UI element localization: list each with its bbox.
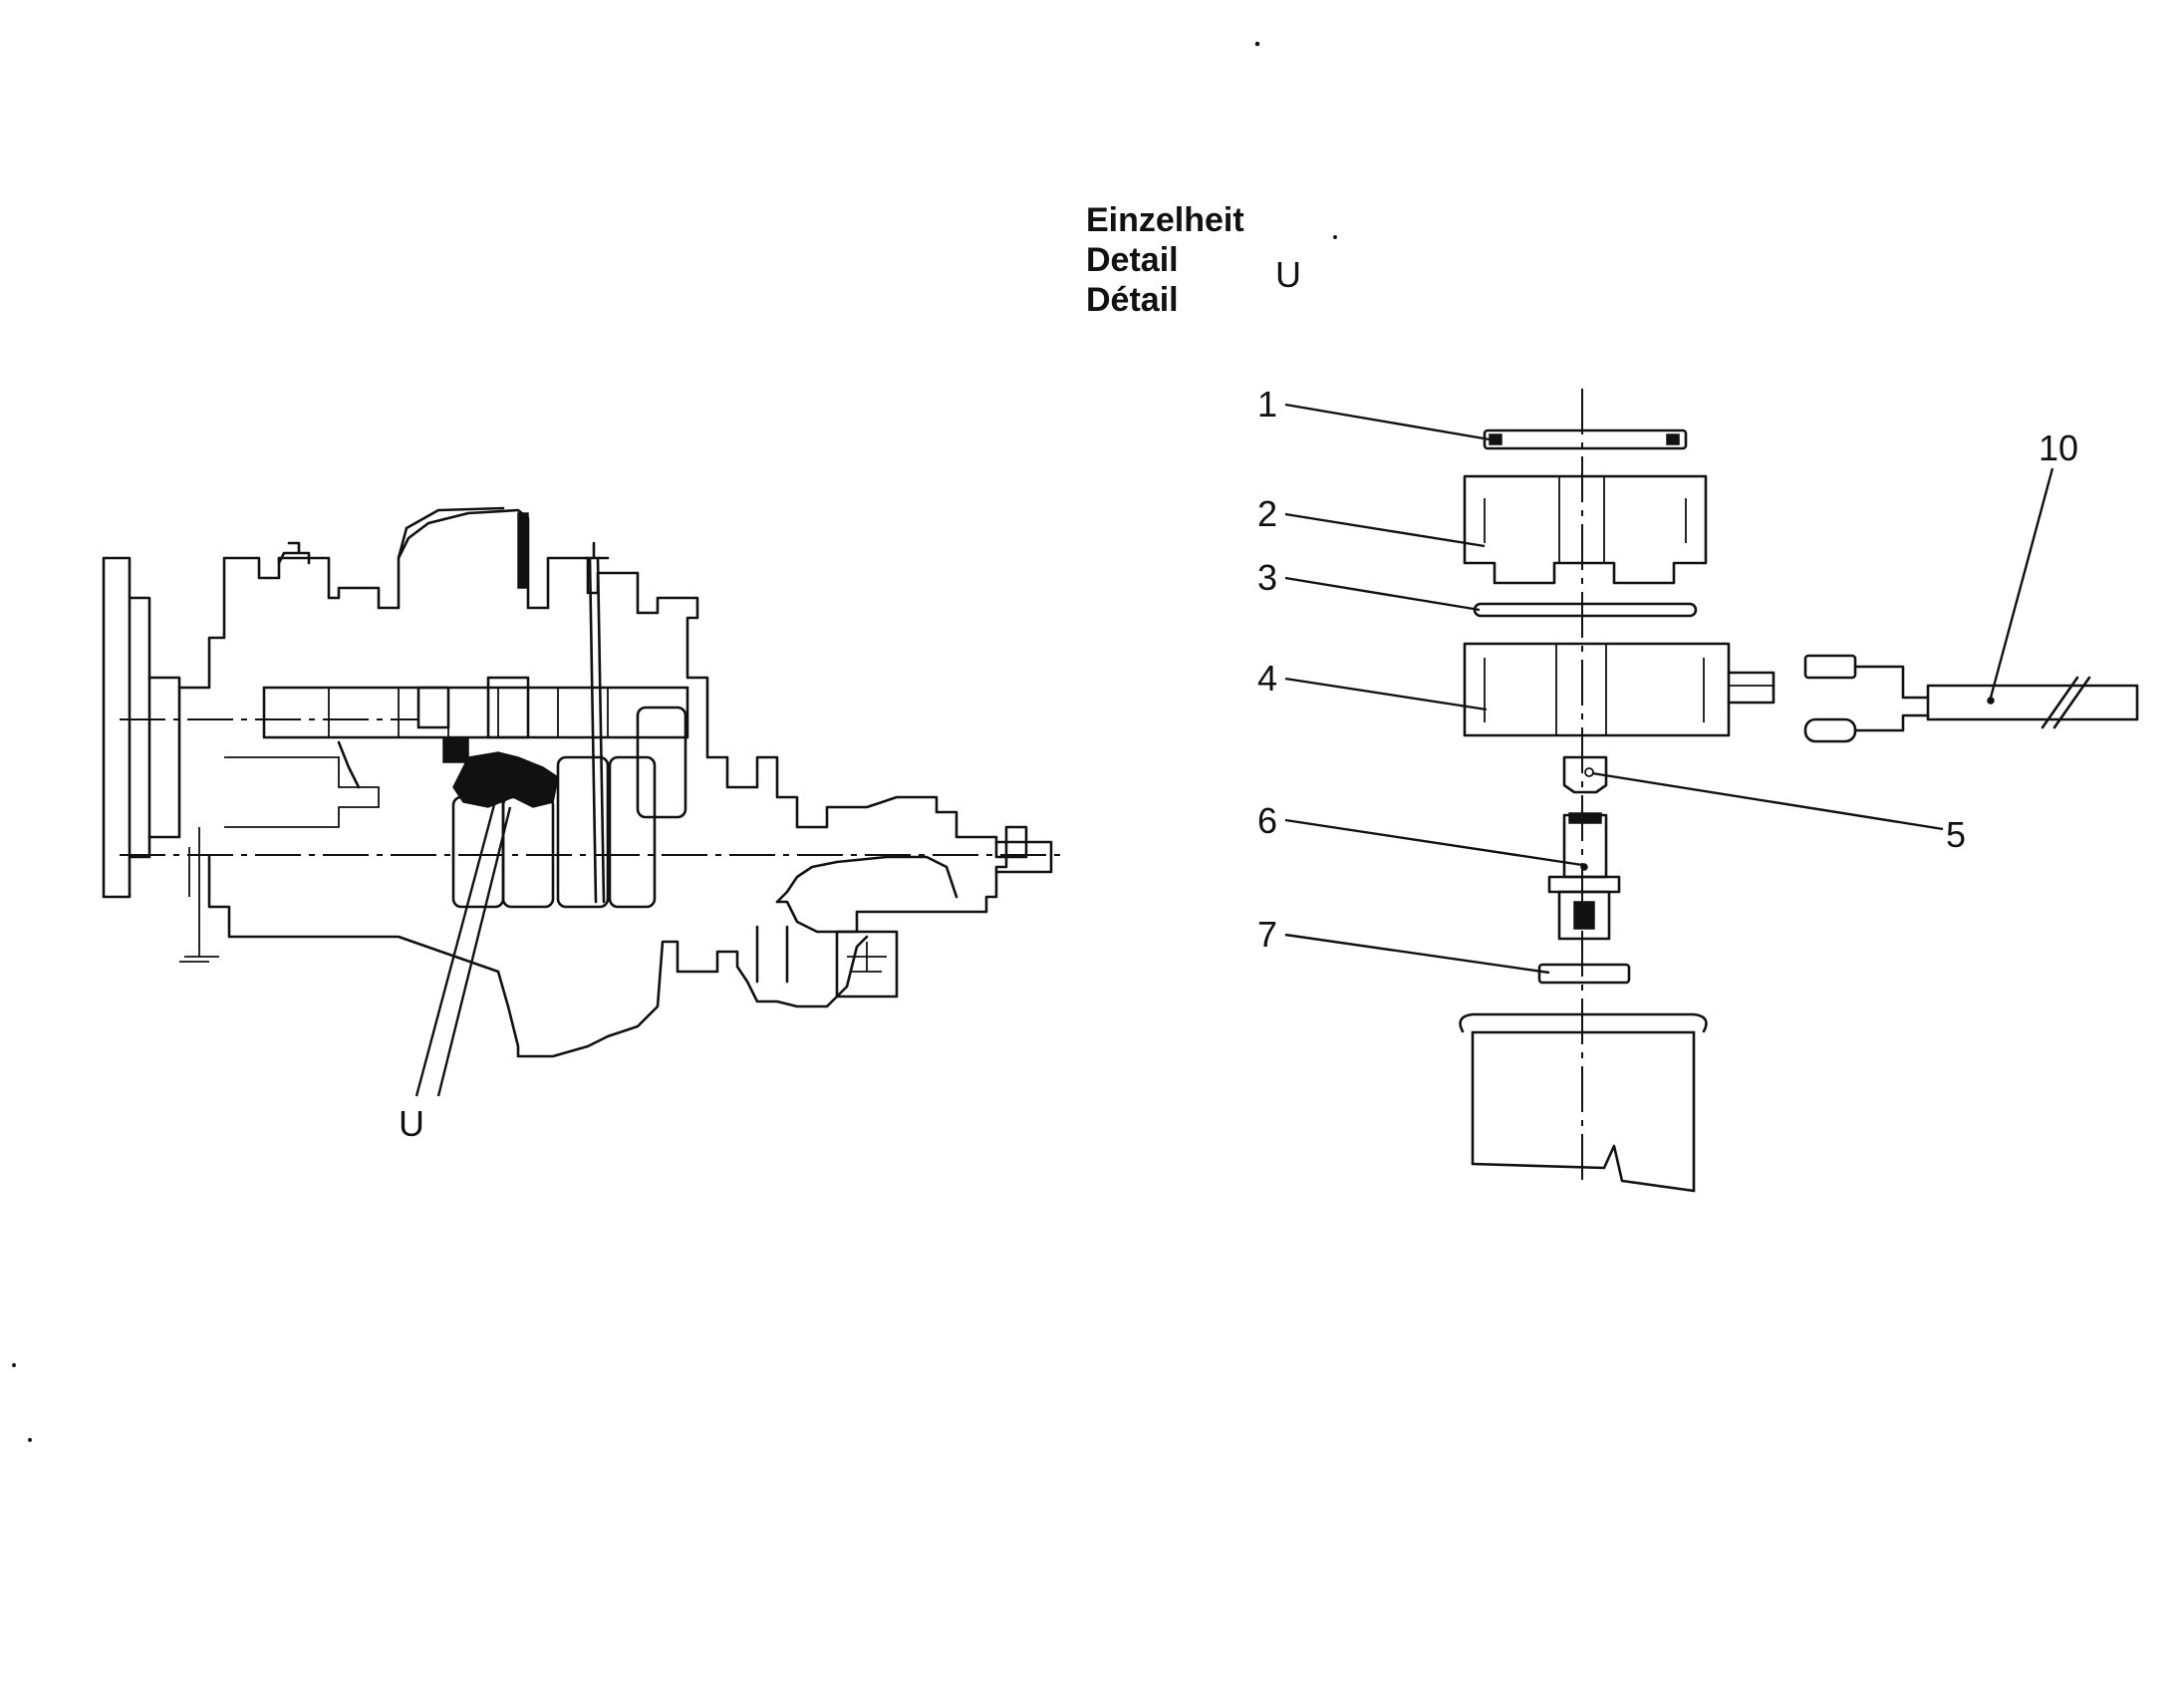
part-label-10: 10 — [2039, 427, 2078, 468]
detail-header: Einzelheit Detail Détail U — [1086, 201, 1301, 319]
part-label-4: 4 — [1257, 658, 1277, 699]
detail-letter-u: U — [1275, 254, 1301, 295]
part-label-2: 2 — [1257, 493, 1277, 534]
overview-callout-u: U — [399, 1103, 424, 1144]
part-2-housing — [1463, 474, 1708, 585]
detail-title-english: Detail — [1086, 241, 1179, 279]
part-10-cable — [1803, 654, 2139, 743]
leader-lines — [1284, 403, 2054, 975]
part-label-7: 7 — [1257, 914, 1277, 955]
detail-title-french: Détail — [1086, 281, 1179, 319]
part-4-housing — [1463, 642, 1775, 737]
engine-overview — [102, 506, 1066, 1097]
part-3-gasket — [1473, 602, 1698, 618]
detail-title-german: Einzelheit — [1086, 201, 1244, 239]
filter-canister — [1459, 1012, 1708, 1193]
part-label-6: 6 — [1257, 800, 1277, 841]
part-1-washer — [1483, 428, 1688, 450]
part-label-5: 5 — [1946, 814, 1966, 855]
scan-specks — [12, 41, 1337, 1442]
part-6-valve — [1547, 812, 1621, 941]
part-labels: 1 2 3 4 5 6 7 10 — [1257, 384, 2078, 955]
part-label-3: 3 — [1257, 557, 1277, 598]
part-label-1: 1 — [1257, 384, 1277, 425]
part-7-washer — [1537, 963, 1631, 985]
